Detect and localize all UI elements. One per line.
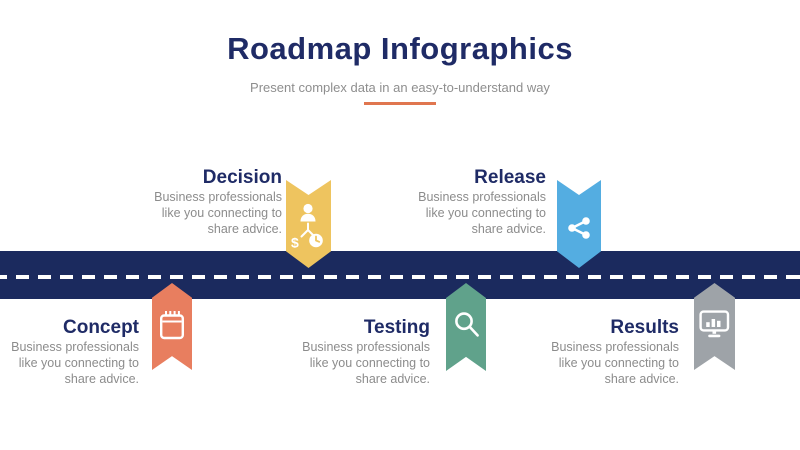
accent-divider bbox=[364, 102, 436, 105]
milestone-title-concept: Concept bbox=[63, 317, 139, 338]
milestone-description-release: Business professionals like you connecti… bbox=[418, 190, 546, 236]
milestone-description-results: Business professionals like you connecti… bbox=[551, 340, 679, 386]
milestone-ribbon-decision: $ bbox=[286, 180, 331, 268]
milestone-ribbon-testing bbox=[446, 283, 486, 371]
person-money-time-decision-icon: $ bbox=[291, 203, 323, 249]
milestone-title-testing: Testing bbox=[363, 317, 430, 338]
milestone-title-results: Results bbox=[610, 317, 679, 338]
milestone-title-decision: Decision bbox=[202, 167, 282, 188]
share-icon bbox=[568, 217, 590, 239]
magnifier-icon bbox=[455, 312, 479, 337]
page-subtitle: Present complex data in an easy-to-under… bbox=[250, 80, 550, 95]
milestone-ribbon-results bbox=[694, 283, 735, 370]
svg-text:$: $ bbox=[291, 235, 299, 249]
monitor-bar-chart-icon bbox=[699, 310, 730, 338]
milestone-ribbon-concept bbox=[152, 283, 192, 370]
road-dash-line bbox=[0, 275, 800, 279]
page-title: Roadmap Infographics bbox=[227, 31, 573, 66]
milestone-ribbon-release bbox=[557, 180, 601, 268]
calendar-icon bbox=[160, 311, 185, 340]
milestone-description-testing: Business professionals like you connecti… bbox=[302, 340, 430, 386]
milestone-description-concept: Business professionals like you connecti… bbox=[11, 340, 139, 386]
milestone-title-release: Release bbox=[474, 167, 546, 188]
milestone-description-decision: Business professionals like you connecti… bbox=[154, 190, 282, 236]
road-band bbox=[0, 251, 800, 299]
